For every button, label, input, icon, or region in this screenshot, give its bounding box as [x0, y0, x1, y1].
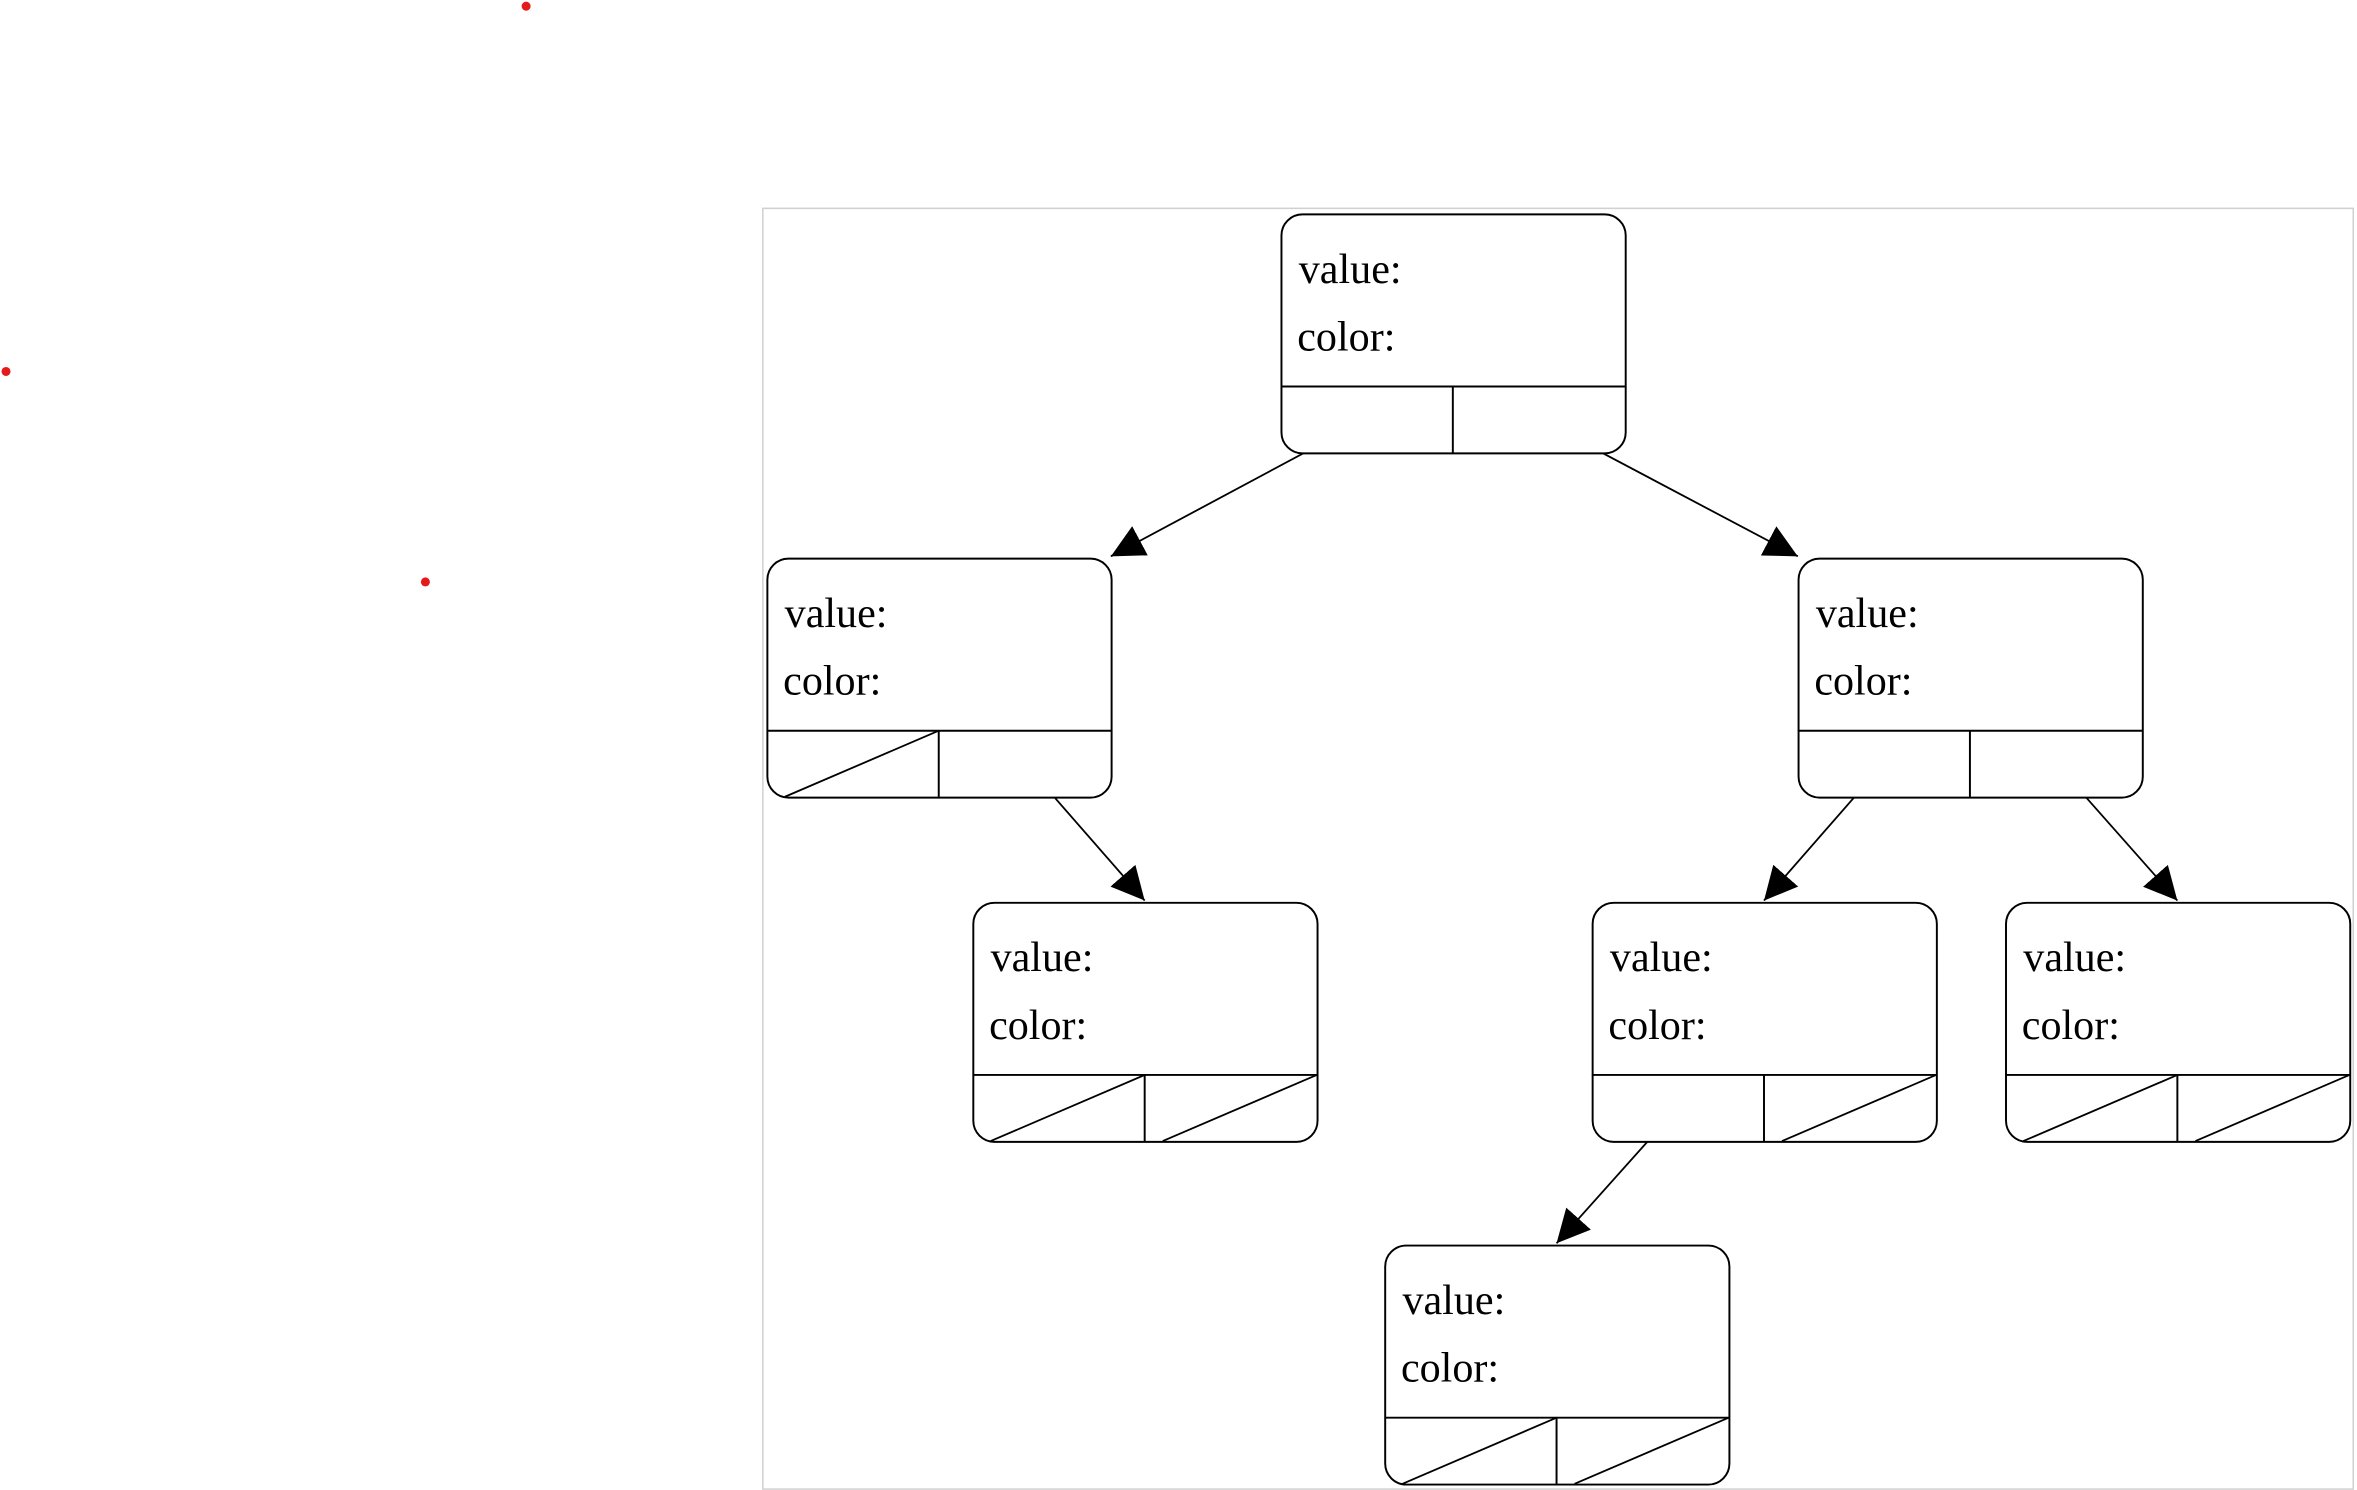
tree-node-root-left-right: value: color:	[972, 901, 1319, 1143]
node-box	[766, 557, 1113, 799]
red-marker-dot	[1, 366, 11, 376]
tree-node-root-right-right: value: color:	[2005, 901, 2352, 1143]
value-label: value:	[1402, 1278, 1505, 1324]
tree-node-root: value: color:	[1280, 213, 1627, 455]
right-null-slash	[1781, 1074, 1937, 1142]
color-label: color:	[989, 1003, 1087, 1049]
tree-node-root-left: value: color:	[766, 557, 1113, 799]
value-label: value:	[2023, 935, 2126, 981]
left-null-slash	[990, 1074, 1146, 1142]
diagram-frame	[762, 207, 2354, 1490]
left-null-slash	[2022, 1074, 2178, 1142]
color-label: color:	[783, 659, 881, 705]
value-label: value:	[785, 591, 888, 637]
value-label: value:	[1816, 591, 1919, 637]
right-null-slash	[1162, 1074, 1318, 1142]
right-null-slash	[2195, 1074, 2350, 1142]
red-marker-dot	[521, 1, 531, 11]
color-label: color:	[1401, 1346, 1499, 1392]
tree-node-root-right-left: value: color:	[1591, 901, 1938, 1143]
node-box	[1591, 901, 1938, 1143]
left-null-slash	[784, 729, 940, 798]
tree-node-root-right-left-left: value: color:	[1384, 1244, 1731, 1486]
color-label: color:	[2022, 1003, 2120, 1049]
color-label: color:	[1297, 314, 1395, 360]
tree-node-root-right: value: color:	[1797, 557, 2144, 799]
red-marker-dot	[420, 577, 430, 587]
value-label: value:	[1299, 247, 1402, 293]
node-box	[1280, 213, 1627, 455]
color-label: color:	[1608, 1003, 1706, 1049]
node-box	[972, 901, 1319, 1143]
value-label: value:	[991, 935, 1094, 981]
node-box	[1384, 1244, 1731, 1486]
right-null-slash	[1574, 1416, 1730, 1485]
node-box	[2005, 901, 2352, 1143]
value-label: value:	[1610, 935, 1713, 981]
node-box	[1797, 557, 2144, 799]
color-label: color:	[1814, 659, 1912, 705]
left-null-slash	[1402, 1416, 1557, 1485]
